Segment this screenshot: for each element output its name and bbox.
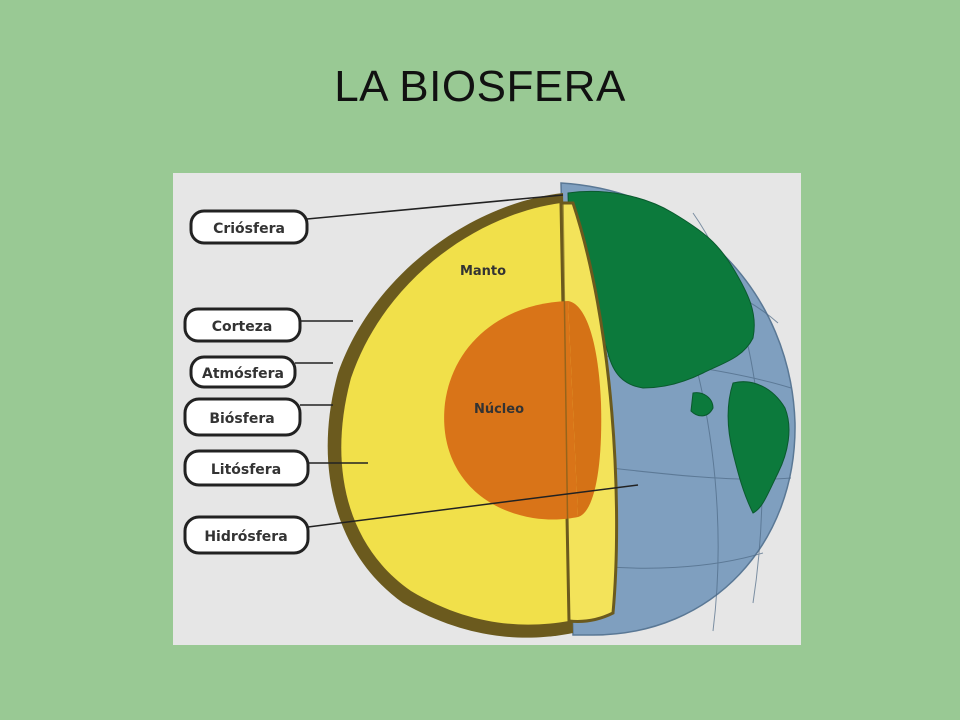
svg-text:Corteza: Corteza bbox=[212, 319, 273, 335]
leader-lines bbox=[295, 194, 639, 528]
globe-continents bbox=[567, 190, 790, 514]
svg-text:Atmósfera: Atmósfera bbox=[202, 366, 284, 382]
svg-text:Criósfera: Criósfera bbox=[213, 221, 285, 237]
svg-text:Litósfera: Litósfera bbox=[211, 462, 281, 478]
label-atmosfera: Atmósfera bbox=[189, 355, 297, 389]
label-corteza: Corteza bbox=[183, 307, 302, 343]
label-litosfera: Litósfera bbox=[183, 449, 310, 487]
svg-text:Hidrósfera: Hidrósfera bbox=[204, 529, 287, 545]
mantle-label: Manto bbox=[460, 264, 506, 279]
label-biosfera: Biósfera bbox=[183, 397, 302, 437]
slide-title: LA BIOSFERA bbox=[334, 62, 626, 111]
svg-text:Biósfera: Biósfera bbox=[209, 411, 274, 427]
label-hidrosfera: Hidrósfera bbox=[183, 515, 310, 555]
core-label: Núcleo bbox=[474, 402, 524, 417]
earth-layers-figure: Manto Núcleo Criósfera Corteza Atmósfera… bbox=[173, 173, 801, 645]
earth-layers-diagram: Manto Núcleo Criósfera Corteza Atmósfera… bbox=[183, 182, 796, 638]
core-cut-face bbox=[568, 301, 602, 517]
core-layer bbox=[444, 301, 578, 520]
label-criosfera: Criósfera bbox=[189, 209, 309, 245]
